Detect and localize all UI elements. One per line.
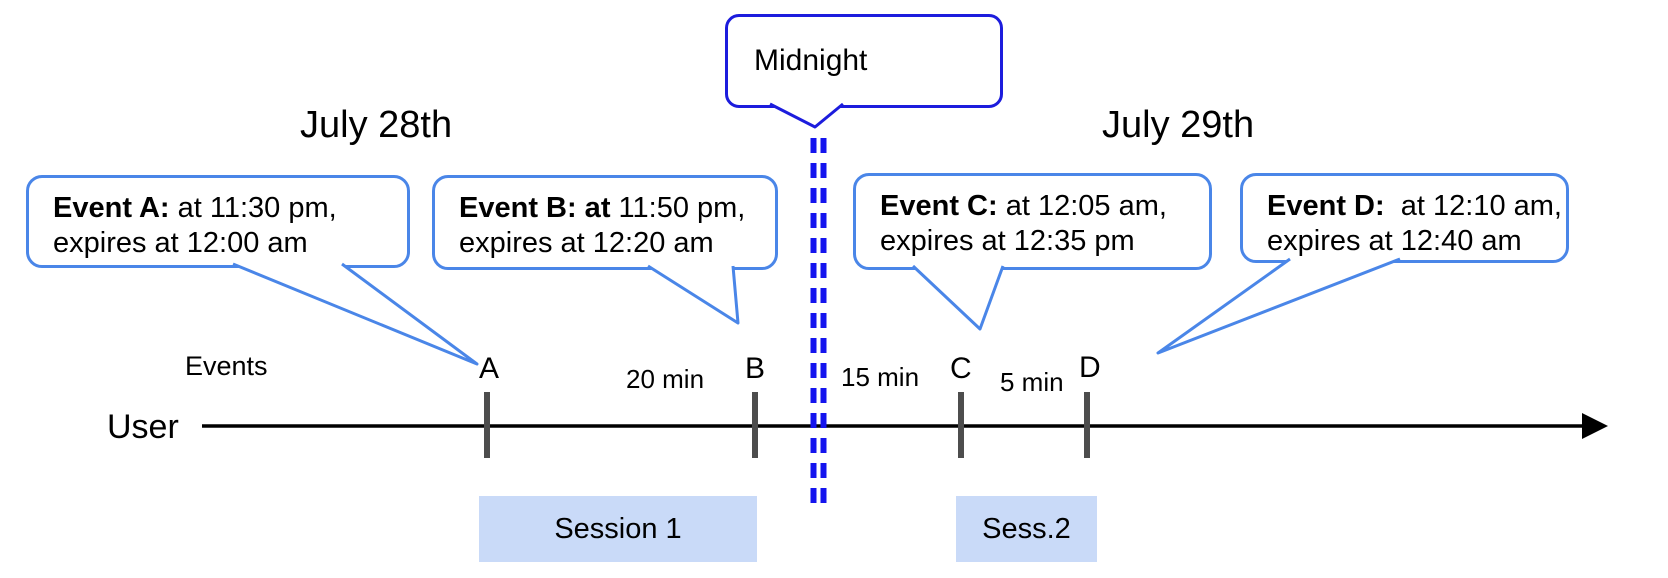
event-d-callout-tail <box>1156 257 1401 355</box>
tick-label-c: C <box>950 352 972 385</box>
interval-20min: 20 min <box>626 364 705 394</box>
midnight-callout: Midnight <box>725 14 1003 108</box>
event-b-line1: Event B: at 11:50 pm, <box>459 192 746 224</box>
event-c-callout: Event C: at 12:05 am, expires at 12:35 p… <box>853 173 1212 270</box>
interval-5min: 5 min <box>1000 367 1064 397</box>
event-b-callout-tail <box>647 264 740 325</box>
event-c-line2: expires at 12:35 pm <box>880 225 1135 257</box>
event-c-line1: Event C: at 12:05 am, <box>880 190 1167 222</box>
event-a-line2: expires at 12:00 am <box>53 227 308 259</box>
interval-15min: 15 min <box>841 362 920 392</box>
event-a-line1: Event A: at 11:30 pm, <box>53 192 337 224</box>
session-2-label: Sess.2 <box>982 512 1071 545</box>
timeline-arrowhead <box>1582 413 1608 439</box>
event-d-callout: Event D: at 12:10 am, expires at 12:40 a… <box>1240 173 1569 263</box>
tick-label-a: A <box>479 352 500 385</box>
session-1-label: Session 1 <box>554 512 682 545</box>
event-b-line2: expires at 12:20 am <box>459 227 714 259</box>
user-axis-label: User <box>107 408 179 446</box>
event-d-line2: expires at 12:40 am <box>1267 225 1522 257</box>
midnight-label: Midnight <box>754 44 868 77</box>
tick-label-b: B <box>745 352 766 385</box>
midnight-callout-tail <box>769 102 844 129</box>
event-b-callout: Event B: at 11:50 pm, expires at 12:20 a… <box>432 175 778 270</box>
date-july-28: July 28th <box>300 104 453 146</box>
event-d-line1: Event D: at 12:10 am, <box>1267 190 1562 222</box>
tick-label-d: D <box>1079 351 1101 384</box>
date-july-29: July 29th <box>1102 104 1255 146</box>
session-2-box: Sess.2 <box>956 496 1097 562</box>
event-c-callout-tail <box>911 264 1005 331</box>
event-a-callout-tail <box>232 262 479 366</box>
event-a-callout: Event A: at 11:30 pm, expires at 12:00 a… <box>26 175 410 268</box>
events-axis-label: Events <box>185 351 268 381</box>
session-1-box: Session 1 <box>479 496 757 562</box>
